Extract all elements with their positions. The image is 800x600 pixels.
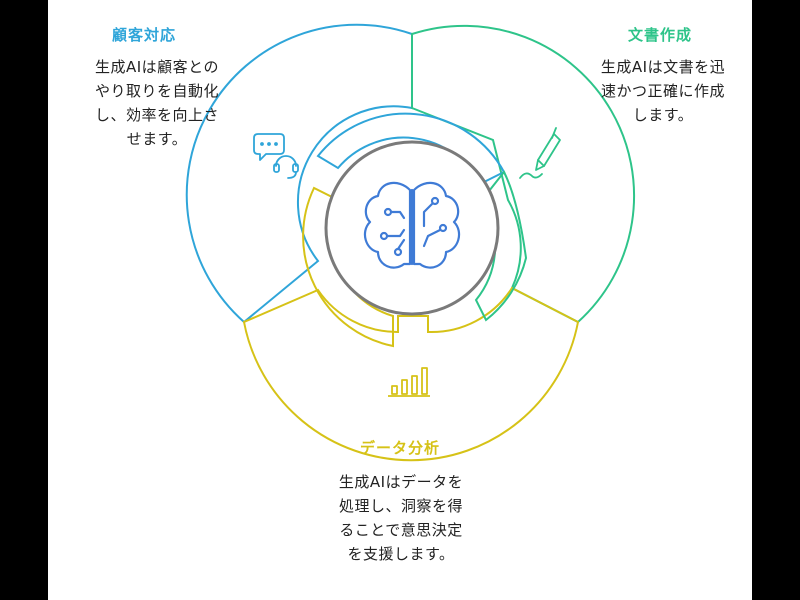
bar-chart-icon — [388, 367, 430, 397]
description-line: します。 — [632, 106, 694, 124]
description-line: 速かつ正確に作成 — [600, 82, 725, 100]
description-line: ることで意思決定 — [339, 521, 463, 539]
description-line: し、効率を向上さ — [94, 106, 219, 124]
segment-title-document-creation: 文書作成 — [627, 26, 692, 44]
brain-circuit-icon — [363, 181, 461, 269]
description-line: 生成AIは文書を迅 — [600, 58, 726, 76]
description-line: 生成AIは顧客との — [94, 58, 220, 76]
segment-description-customer-support: 生成AIは顧客との やり取りを自動化 し、効率を向上さ せます。 — [72, 55, 242, 151]
chat-headset-icon — [253, 133, 299, 179]
outer-ring-document — [411, 24, 636, 324]
outer-ring-customer — [185, 23, 413, 324]
segment-title-data-analysis: データ分析 — [359, 439, 440, 457]
description-line: 処理し、洞察を得 — [338, 497, 463, 515]
pen-icon — [519, 127, 561, 179]
segment-title-customer-support: 顧客対応 — [112, 26, 177, 44]
description-line: やり取りを自動化 — [94, 82, 219, 100]
segment-description-document-creation: 生成AIは文書を迅 速かつ正確に作成 します。 — [598, 55, 728, 127]
diagram-canvas: 顧客対応 生成AIは顧客との やり取りを自動化 し、効率を向上さ せます。 文書… — [48, 0, 752, 600]
description-line: せます。 — [126, 130, 188, 148]
description-line: を支援します。 — [347, 545, 455, 563]
description-line: 生成AIはデータを — [338, 473, 464, 491]
cycle-diagram — [185, 23, 636, 462]
segment-description-data-analysis: 生成AIはデータを 処理し、洞察を得 ることで意思決定 を支援します。 — [326, 470, 476, 566]
